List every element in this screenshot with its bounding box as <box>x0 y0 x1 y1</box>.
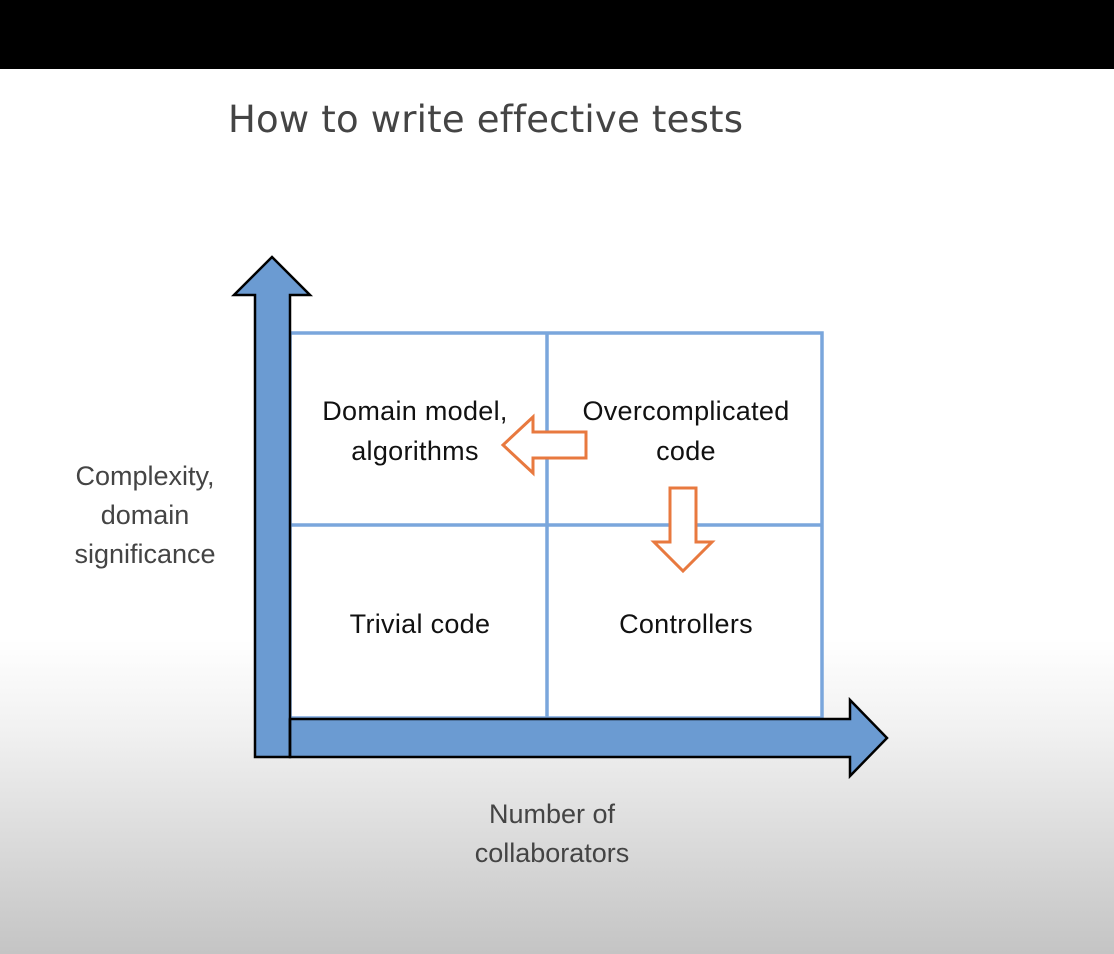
x-axis-label: Number of collaborators <box>432 795 672 873</box>
quadrant-trivial-code: Trivial code <box>300 604 540 644</box>
quadrant-label-line: Overcomplicated <box>582 396 790 426</box>
slide-title: How to write effective tests <box>228 98 744 141</box>
y-axis-label-line: domain <box>100 500 190 530</box>
refactor-down-arrow-icon <box>650 486 716 574</box>
x-axis-label-line: Number of <box>488 799 616 829</box>
y-axis-label: Complexity, domain significance <box>50 457 240 574</box>
y-axis-label-line: Complexity, <box>75 461 215 491</box>
quadrant-label-line: Controllers <box>619 609 753 639</box>
quadrant-overcomplicated-code: Overcomplicated code <box>556 391 816 471</box>
quadrant-label-line: algorithms <box>351 436 479 466</box>
refactor-left-arrow-icon <box>500 413 588 477</box>
x-axis-label-line: collaborators <box>474 838 630 868</box>
y-axis-arrow-icon <box>230 255 314 759</box>
quadrant-domain-model: Domain model, algorithms <box>300 391 530 471</box>
quadrant-label-line: code <box>656 436 716 466</box>
quadrant-label-line: Domain model, <box>322 396 508 426</box>
quadrant-label-line: Trivial code <box>349 609 491 639</box>
y-axis-label-line: significance <box>74 539 216 569</box>
x-axis-arrow-icon <box>288 696 889 780</box>
video-top-bar <box>0 0 1114 69</box>
quadrant-controllers: Controllers <box>556 604 816 644</box>
